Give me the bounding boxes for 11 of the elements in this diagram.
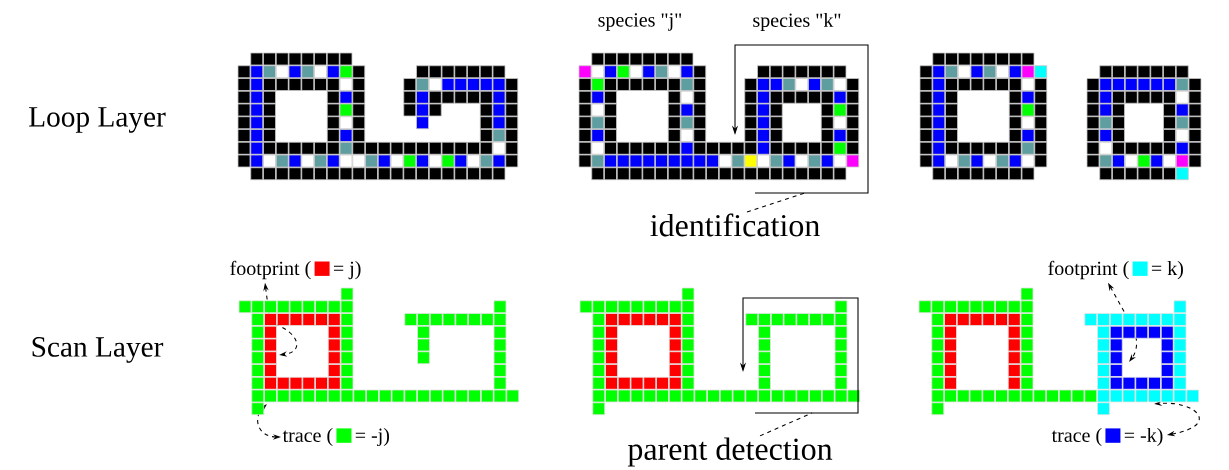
trace-label: trace ( = -k) [1051, 427, 1163, 447]
trace-label: trace ( = -j) [282, 427, 390, 447]
leader-line [759, 412, 813, 437]
layer-label: Loop Layer [29, 107, 166, 133]
species-label: species "j" [598, 13, 682, 31]
footprint-label: footprint ( = k) [1048, 260, 1183, 280]
species-label: species "k" [753, 12, 841, 32]
step-label: parent detection [627, 437, 833, 467]
footprint-label: footprint ( = j) [230, 260, 361, 280]
layer-label: Scan Layer [32, 337, 164, 363]
step-label: identification [650, 213, 820, 237]
